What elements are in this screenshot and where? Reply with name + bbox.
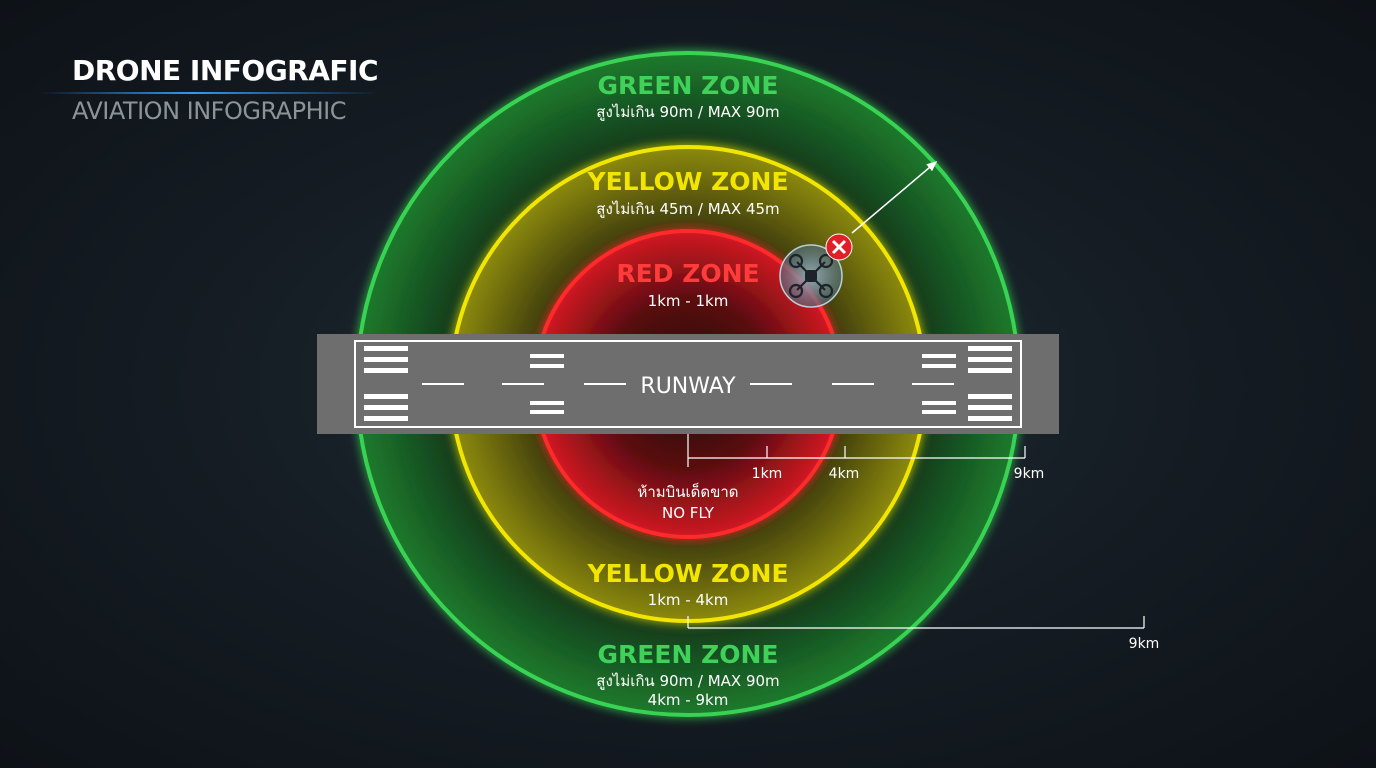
scale-label-1km: 1km <box>752 466 783 482</box>
runway-threshold-right <box>968 346 1012 421</box>
arrow-icon <box>851 161 938 234</box>
scale-label-4km: 4km <box>829 466 860 482</box>
green-zone-bottom-range: 4km - 9km <box>648 691 729 709</box>
bottom-distance-scale <box>687 616 1145 629</box>
yellow-zone-top-height: สูงไม่เกิน 45m / MAX 45m <box>596 200 779 218</box>
page-title: DRONE INFOGRAFIC <box>72 54 379 87</box>
runway-touchdown-marks <box>530 354 956 414</box>
yellow-zone-top-title: YELLOW ZONE <box>586 167 788 196</box>
green-zone-bottom-title: GREEN ZONE <box>598 640 779 669</box>
runway-threshold-left <box>364 346 408 421</box>
bottom-scale-label-9km: 9km <box>1129 636 1160 652</box>
red-zone-title: RED ZONE <box>616 259 759 288</box>
distance-scale <box>687 434 1026 467</box>
red-zone-rule-en: NO FLY <box>662 504 715 522</box>
page-subtitle: AVIATION INFOGRAPHIC <box>72 97 346 125</box>
runway-label: RUNWAY <box>640 374 736 399</box>
drone-icon <box>779 244 843 308</box>
red-zone-rule-th: ห้ามบินเด็ดขาด <box>637 482 738 501</box>
yellow-zone-bottom-range: 1km - 4km <box>648 591 729 609</box>
prohibited-x-icon <box>825 233 853 261</box>
green-zone-top-height: สูงไม่เกิน 90m / MAX 90m <box>596 103 779 121</box>
yellow-zone-bottom-title: YELLOW ZONE <box>586 559 788 588</box>
green-zone-bottom-height: สูงไม่เกิน 90m / MAX 90m <box>596 672 779 690</box>
scale-label-9km: 9km <box>1014 466 1045 482</box>
runway: RUNWAY <box>317 334 1059 434</box>
red-zone-range: 1km - 1km <box>648 292 729 310</box>
title-underline <box>40 92 380 94</box>
green-zone-top-title: GREEN ZONE <box>598 71 779 100</box>
